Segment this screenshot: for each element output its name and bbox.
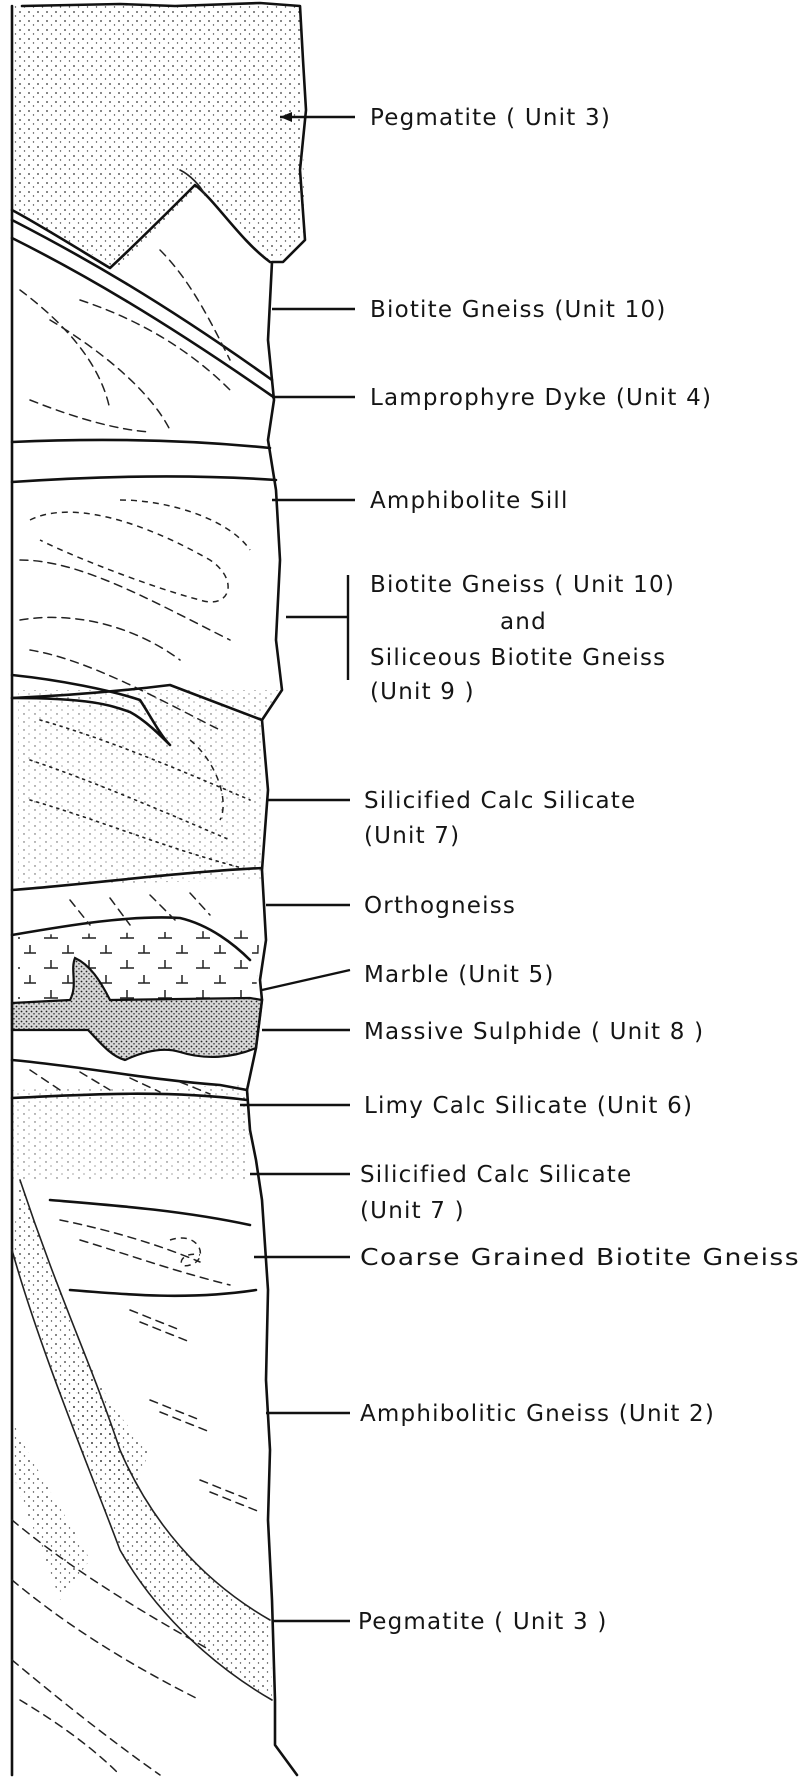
unit-labels: Pegmatite ( Unit 3) Biotite Gneiss (Unit…: [358, 105, 800, 1635]
label-amphibolitic-gneiss: Amphibolitic Gneiss (Unit 2): [360, 1401, 715, 1427]
label-massive-sulphide: Massive Sulphide ( Unit 8 ): [364, 1019, 704, 1045]
label-marble: Marble (Unit 5): [364, 962, 555, 988]
label-biotite-gneiss-upper: Biotite Gneiss (Unit 10): [370, 297, 667, 323]
label-biotite-siliceous-gneiss-line3: Siliceous Biotite Gneiss: [370, 645, 666, 671]
label-biotite-siliceous-gneiss-line4: (Unit 9 ): [370, 679, 475, 705]
label-pegmatite-bottom: Pegmatite ( Unit 3 ): [358, 1609, 608, 1635]
label-amphibolite-sill: Amphibolite Sill: [370, 488, 569, 514]
label-orthogneiss: Orthogneiss: [364, 893, 516, 919]
label-biotite-siliceous-gneiss-line2: and: [500, 609, 547, 635]
label-silicified-calc-silicate-upper-line2: (Unit 7): [364, 823, 460, 849]
label-silicified-calc-silicate-upper-line1: Silicified Calc Silicate: [364, 788, 636, 814]
label-biotite-siliceous-gneiss-line1: Biotite Gneiss ( Unit 10): [370, 572, 675, 598]
label-coarse-grained-biotite-gneiss: Coarse Grained Biotite Gneiss: [360, 1245, 800, 1271]
label-pegmatite-top: Pegmatite ( Unit 3): [370, 105, 611, 131]
label-limy-calc-silicate: Limy Calc Silicate (Unit 6): [364, 1093, 693, 1119]
label-lamprophyre-dyke: Lamprophyre Dyke (Unit 4): [370, 385, 712, 411]
rock-column: [12, 3, 306, 1775]
label-silicified-calc-silicate-lower-line1: Silicified Calc Silicate: [360, 1162, 632, 1188]
label-silicified-calc-silicate-lower-line2: (Unit 7 ): [360, 1198, 465, 1224]
